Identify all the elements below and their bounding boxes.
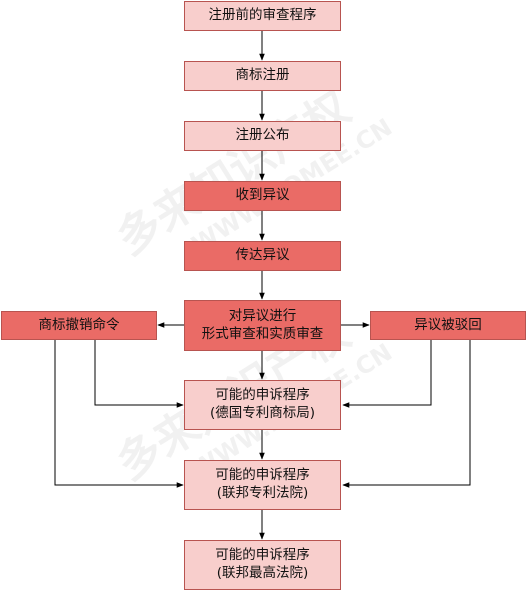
node-opposition-rejected: 异议被驳回 bbox=[370, 311, 526, 340]
node-appeal-federal-patent-court: 可能的申诉程序 (联邦专利法院) bbox=[184, 460, 341, 510]
edge-revocation-to-patent-court bbox=[54, 340, 184, 488]
edge-rejected-to-appeal-dpma bbox=[342, 340, 432, 408]
edge-revocation-to-appeal-dpma bbox=[94, 340, 184, 408]
node-formal-substantive-review: 对异议进行 形式审查和实质审查 bbox=[184, 300, 341, 351]
node-appeal-federal-supreme-court: 可能的申诉程序 (联邦最高法院) bbox=[184, 540, 341, 590]
node-appeal-dpma: 可能的申诉程序 (德国专利商标局) bbox=[184, 380, 341, 430]
node-forward-opposition: 传达异议 bbox=[184, 241, 341, 271]
node-opposition-received: 收到异议 bbox=[184, 181, 341, 211]
connectors bbox=[54, 31, 471, 540]
node-pre-registration-review: 注册前的审查程序 bbox=[184, 1, 341, 31]
node-revocation-order: 商标撤销命令 bbox=[1, 311, 157, 340]
edge-rejected-to-patent-court bbox=[342, 340, 471, 488]
node-trademark-registration: 商标注册 bbox=[184, 61, 341, 91]
flowchart: 多来知识产权 WWW.DOMEE.CN 多来知识产权 WWW.DOMEE.CN bbox=[1, 1, 526, 590]
node-registration-publication: 注册公布 bbox=[184, 121, 341, 151]
